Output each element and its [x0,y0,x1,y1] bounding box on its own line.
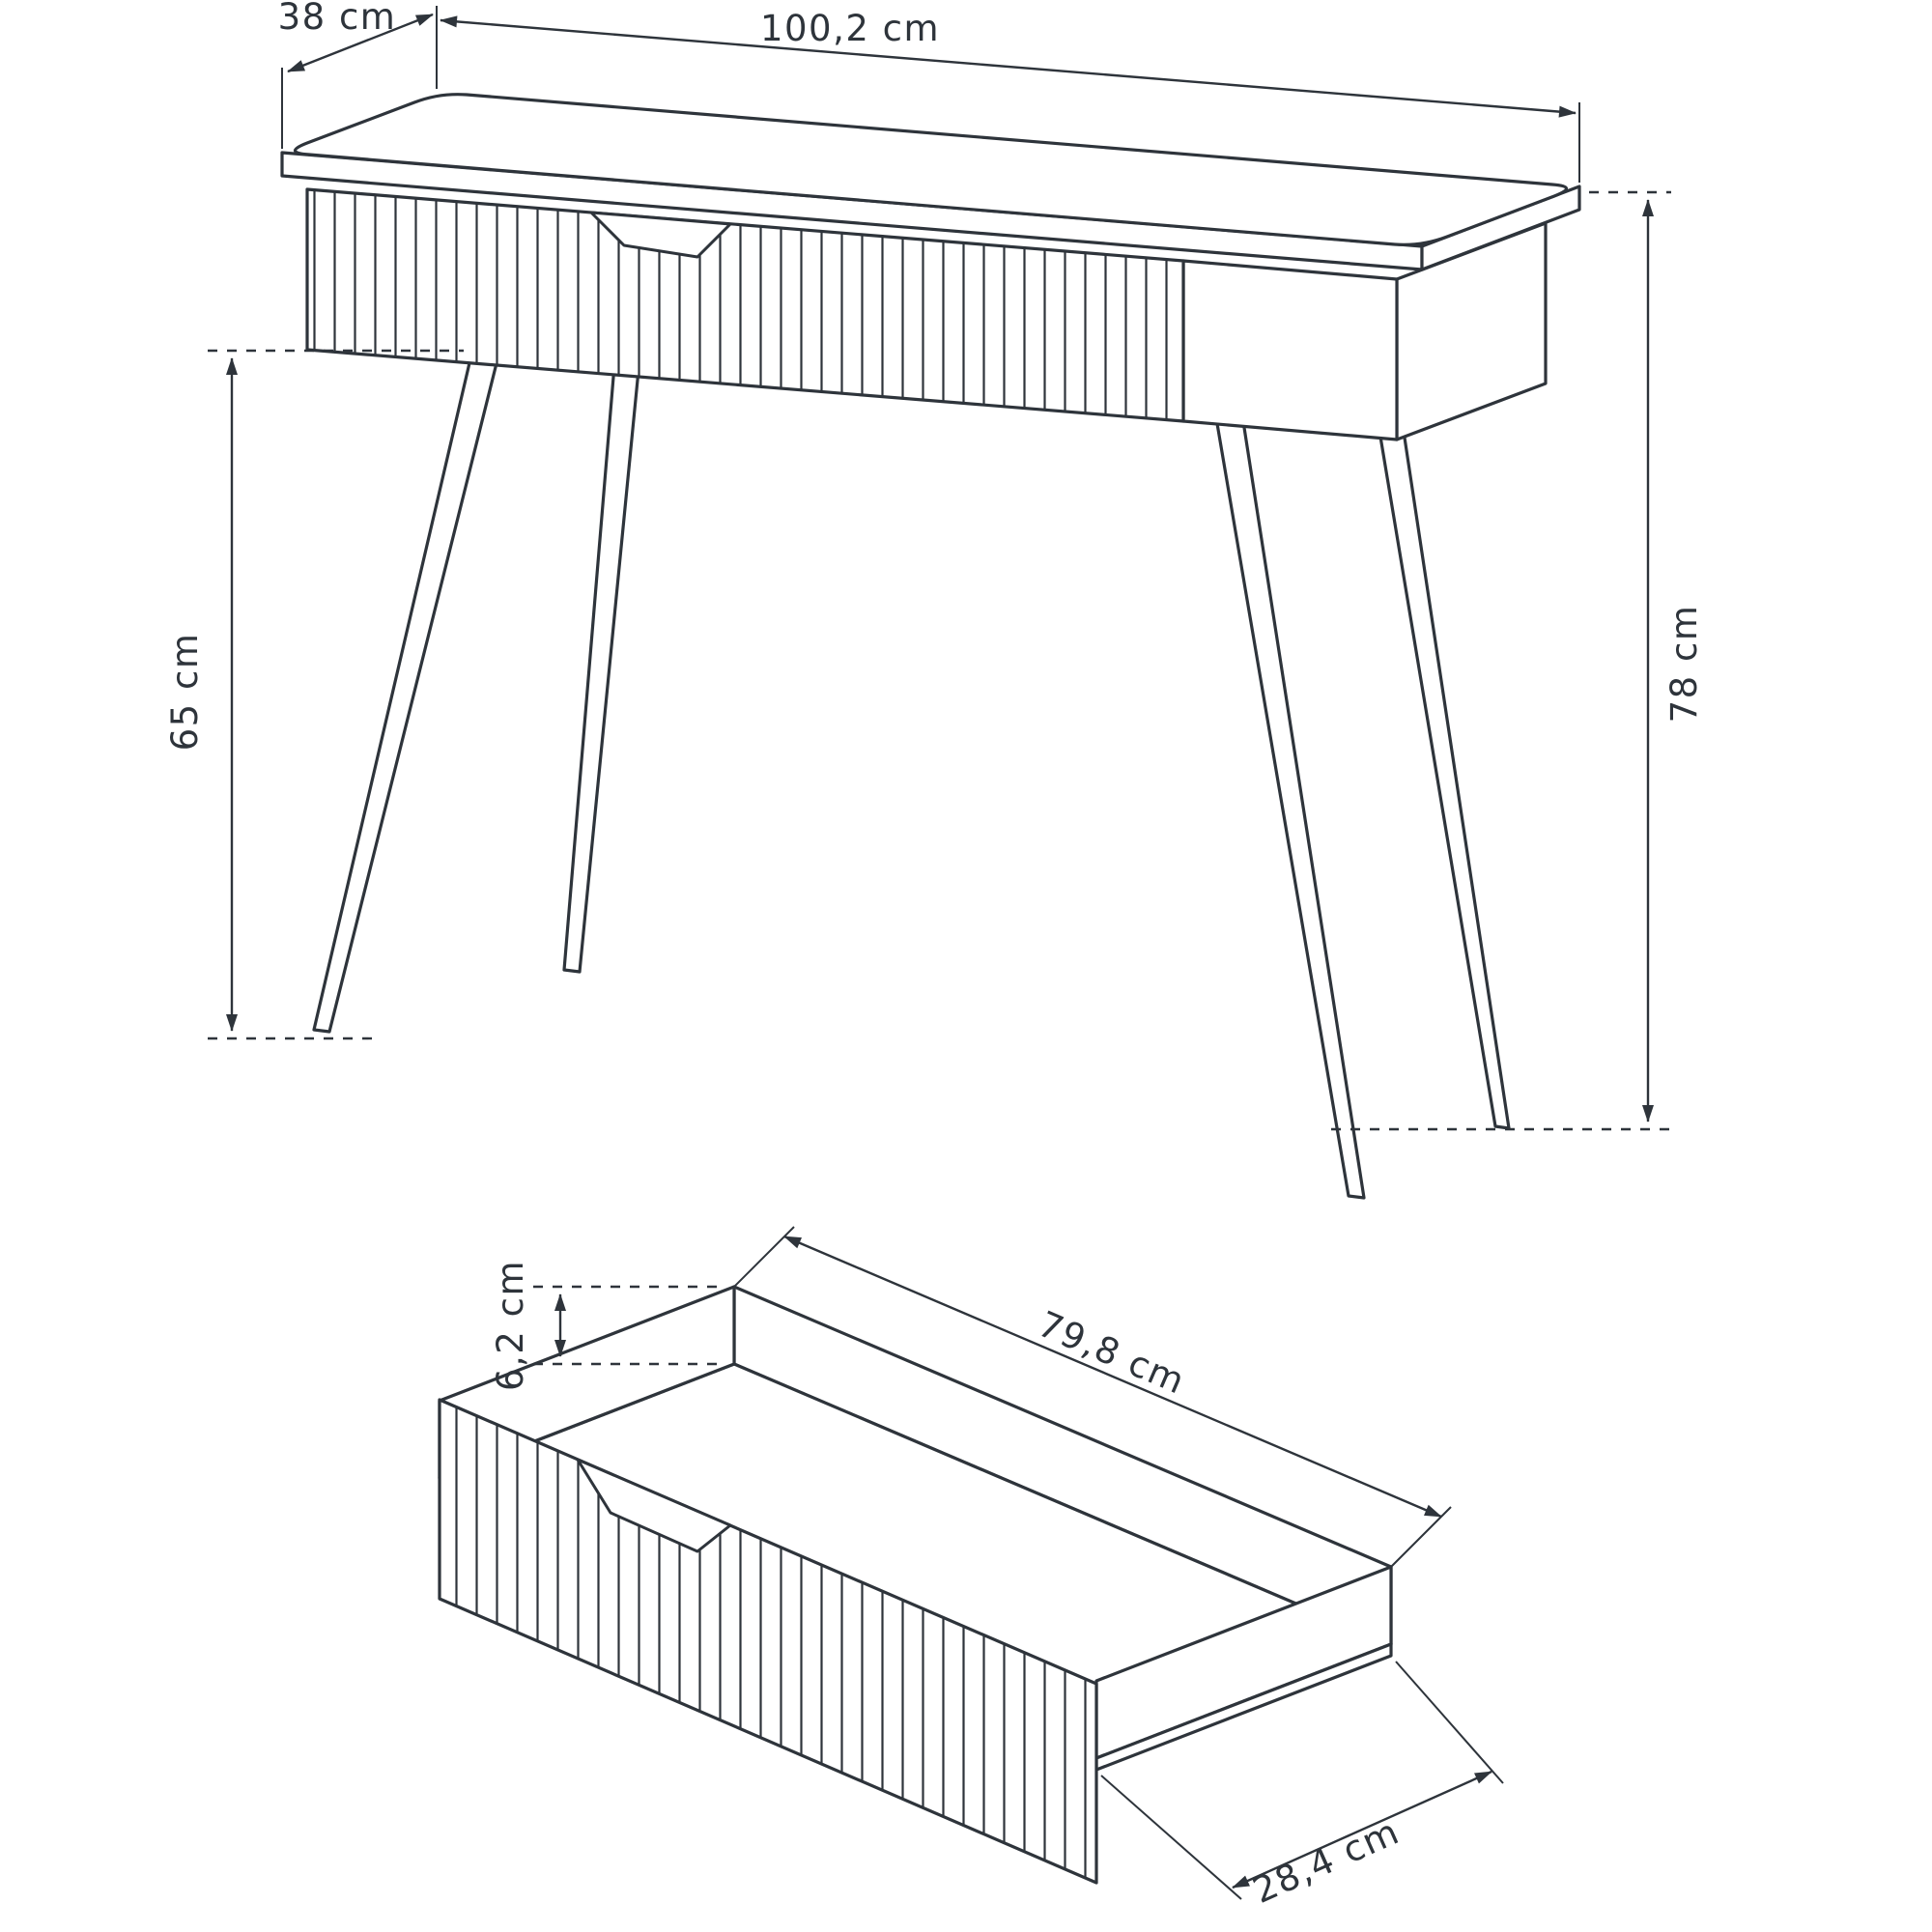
drawer-figure: 6,2 cm 79,8 cm 28,4 cm [438,1226,1504,1912]
dimension-drawer-side-height: 6,2 cm [490,1260,717,1391]
apron-plain-front [1181,259,1399,441]
drawer-front-panel [438,1398,1098,1885]
leg-front-right [1211,399,1366,1200]
drawer-panel-handle-notch [576,1458,732,1553]
table-figure: 38 cm 100,2 cm 65 cm 78 cm [164,0,1705,1200]
leg-height-label: 65 cm [164,633,206,752]
leg-back-left [562,317,645,974]
leg-front-left [312,336,504,1034]
dimension-leg-height: 65 cm [164,349,464,1040]
drawer-handle-notch [589,211,732,259]
drawer-depth-label: 28,4 cm [1247,1810,1406,1912]
table-depth-label: 38 cm [278,0,397,38]
drawer-side-height-label: 6,2 cm [490,1260,531,1391]
table-width-label: 100,2 cm [760,8,940,49]
dimension-table-width: 100,2 cm [440,8,1580,183]
tabletop-surface [293,93,1569,246]
dimension-table-depth: 38 cm [278,0,438,149]
leg-back-right [1370,383,1511,1130]
dimension-table-height: 78 cm [1331,190,1705,1131]
table-height-label: 78 cm [1663,605,1705,724]
drawer-front-fluted [305,187,1185,423]
